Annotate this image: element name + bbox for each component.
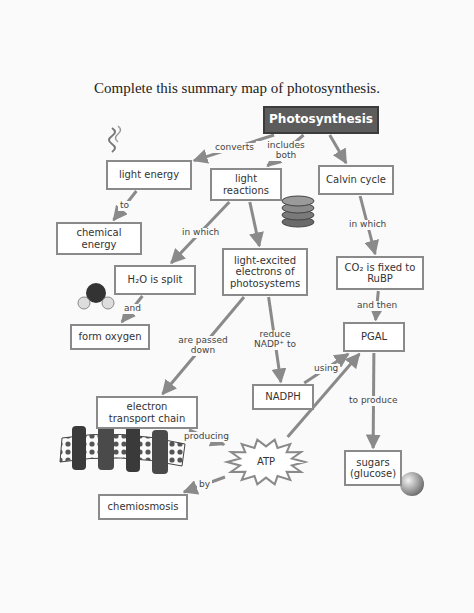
concept-box: electron transport chain (96, 396, 198, 429)
node-text: sugars (glucose) (350, 457, 396, 480)
edge-label: are passed down (173, 336, 233, 356)
concept-box: Calvin cycle (318, 165, 394, 195)
concept-box: CO₂ is fixed to RuBP (336, 256, 424, 290)
light-squiggle (116, 126, 121, 142)
concept-box: NADPH (252, 384, 314, 410)
node-text: H₂O is split (128, 274, 183, 286)
concept-box: chemical energy (56, 222, 142, 255)
edge-label: and (122, 304, 143, 314)
sugar-ball (400, 472, 424, 496)
edge-label: in which (180, 228, 221, 238)
title: Complete this summary map of photosynthe… (40, 80, 434, 97)
concept-box: light energy (106, 160, 192, 190)
node-text: chemical energy (62, 227, 136, 250)
edge-label: and then (355, 301, 399, 311)
edge-label: converts (213, 143, 256, 153)
thylakoid-stack (282, 196, 314, 227)
node-text: light-excited electrons of photosystems (228, 255, 302, 290)
connector (163, 297, 244, 394)
edge-label: to produce (347, 396, 400, 406)
node-text: Photosynthesis (269, 113, 373, 127)
concept-box: PGAL (343, 322, 405, 352)
connector (122, 296, 143, 322)
connector (184, 477, 225, 492)
node-text: Calvin cycle (326, 174, 386, 186)
concept-box: chemiosmosis (98, 494, 188, 520)
node-text: form oxygen (79, 331, 142, 343)
connector (330, 135, 346, 163)
node-text: ATP (257, 456, 275, 468)
membrane-illustration (60, 424, 185, 474)
connector (171, 202, 229, 263)
connector (114, 191, 137, 220)
concept-box: H₂O is split (114, 265, 196, 295)
node-text: light reactions (216, 173, 276, 196)
node-text: PGAL (361, 331, 387, 343)
light-squiggle (109, 128, 115, 152)
edge-label: producing (182, 432, 231, 442)
edge-label: includes both (256, 141, 316, 161)
node-text: NADPH (265, 391, 301, 403)
connector (250, 202, 260, 246)
edge-label: by (197, 480, 212, 490)
starburst: ATP (226, 438, 306, 486)
edge-label: to (118, 201, 131, 211)
concept-box: sugars (glucose) (344, 450, 402, 486)
edge-label: reduce NADP⁺ to (245, 330, 305, 350)
node-text: light energy (119, 169, 179, 181)
node-text: electron transport chain (102, 401, 192, 424)
connector (304, 354, 348, 383)
concept-box: form oxygen (70, 324, 150, 350)
edge-label: in which (347, 220, 388, 230)
water-molecule (78, 283, 114, 309)
concept-box: light reactions (210, 168, 282, 201)
node-text: chemiosmosis (108, 501, 179, 513)
concept-box: light-excited electrons of photosystems (222, 248, 308, 296)
node-text: CO₂ is fixed to RuBP (342, 262, 418, 285)
edge-label: using (312, 364, 340, 374)
title-box: Photosynthesis (263, 106, 379, 134)
